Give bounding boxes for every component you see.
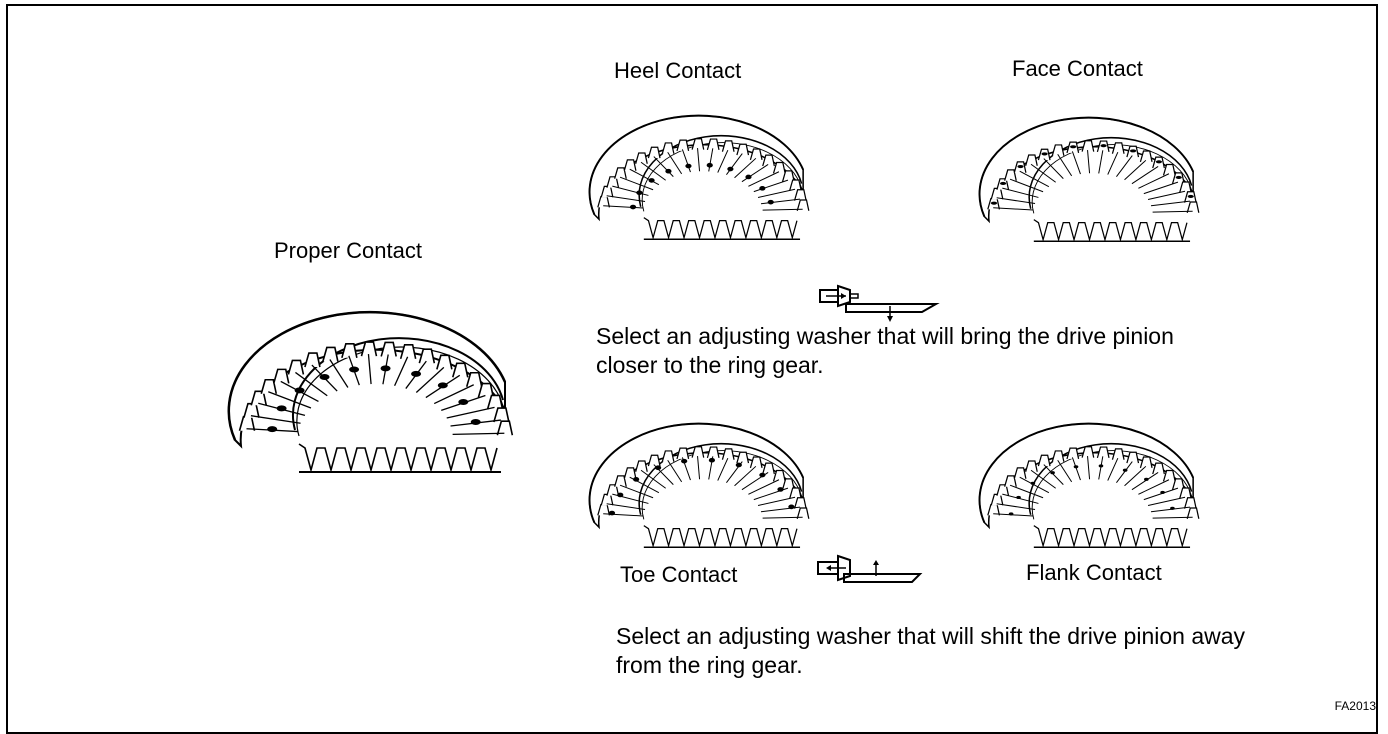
ring-gear-toe-contact-icon xyxy=(575,398,807,548)
ring-gear-flank-contact-icon xyxy=(965,398,1197,548)
figure-code: FA2013 xyxy=(1335,699,1376,713)
away-instruction: Select an adjusting washer that will shi… xyxy=(616,622,1256,680)
toe-contact-label: Toe Contact xyxy=(620,564,737,586)
pinion-away-icon xyxy=(800,554,922,588)
proper-contact-label: Proper Contact xyxy=(274,240,422,262)
heel-contact-label: Heel Contact xyxy=(614,60,741,82)
pinion-closer-icon xyxy=(818,282,940,324)
ring-gear-proper-contact-icon xyxy=(210,290,510,462)
ring-gear-face-contact-icon xyxy=(965,92,1197,242)
closer-instruction: Select an adjusting washer that will bri… xyxy=(596,322,1216,380)
face-contact-label: Face Contact xyxy=(1012,58,1143,80)
flank-contact-label: Flank Contact xyxy=(1026,562,1162,584)
ring-gear-heel-contact-icon xyxy=(575,90,807,240)
